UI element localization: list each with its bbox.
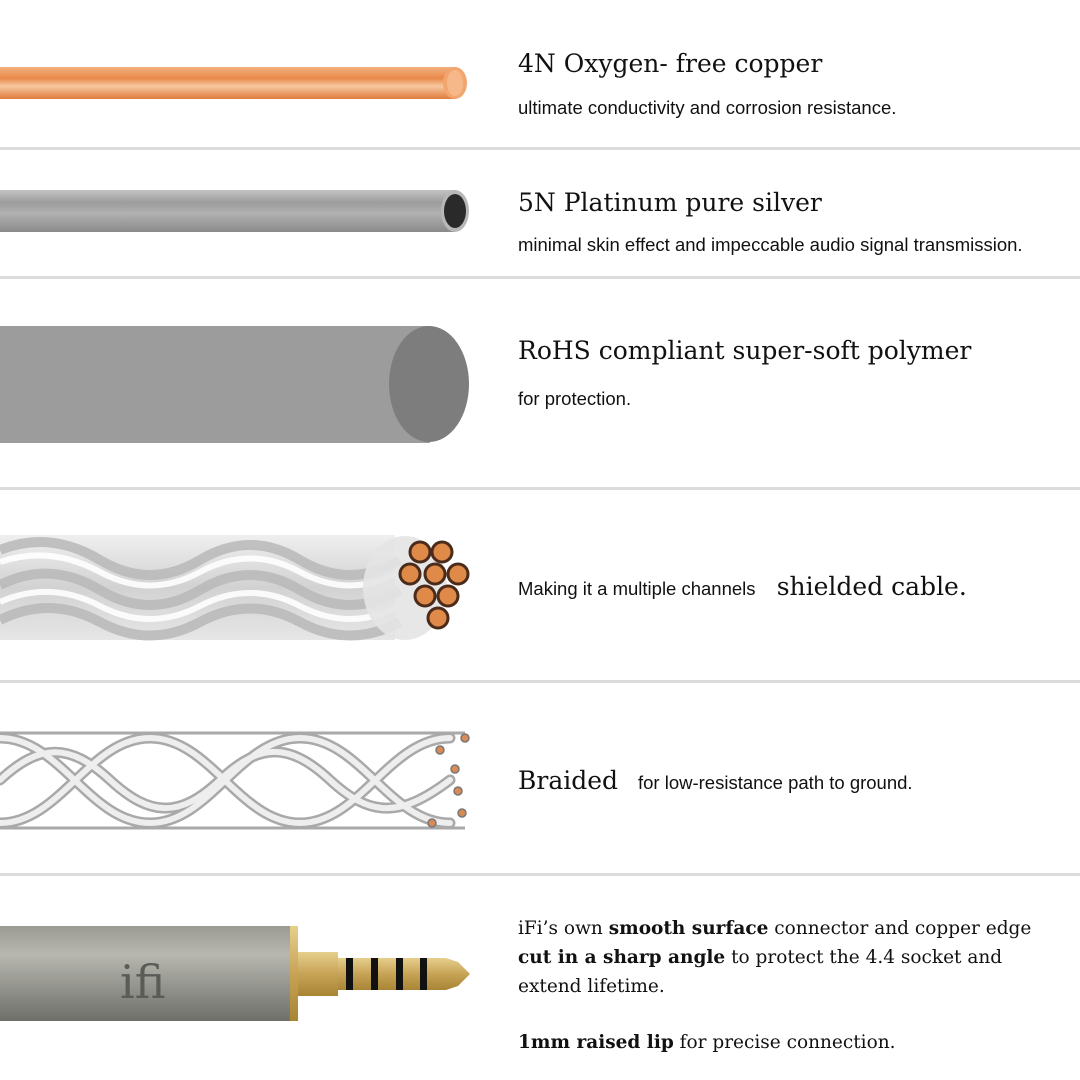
divider (0, 680, 1080, 683)
connector-lip-note: 1mm raised lip for precise connection. (518, 1032, 896, 1053)
feature-row-copper: 4N Oxygen- free copper ultimate conducti… (0, 0, 1080, 148)
emphasis: cut in a sharp angle (518, 947, 726, 968)
feature-title: RoHS compliant super-soft polymer (518, 336, 972, 365)
braided-shield-icon (0, 731, 470, 830)
divider (0, 147, 1080, 150)
feature-title: 5N Platinum pure silver (518, 188, 822, 217)
divider (0, 873, 1080, 876)
feature-title: Braided (518, 766, 619, 795)
emphasis: 1mm raised lip (518, 1032, 674, 1053)
divider (0, 276, 1080, 279)
feature-row-braided: Braided for low-resistance path to groun… (0, 683, 1080, 873)
feature-row-connector: ifi iFi’s own smooth surface connector a… (0, 876, 1080, 1080)
feature-row-shielded: Making it a multiple channels shielded c… (0, 490, 1080, 680)
feature-row-silver: 5N Platinum pure silver minimal skin eff… (0, 150, 1080, 277)
polymer-jacket-icon (0, 326, 469, 443)
feature-row-polymer: RoHS compliant super-soft polymer for pr… (0, 279, 1080, 487)
connector-description: iFi’s own smooth surface connector and c… (518, 918, 1032, 997)
feature-lead: Making it a multiple channels (518, 578, 756, 599)
feature-desc: minimal skin effect and impeccable audio… (518, 234, 1023, 255)
feature-desc: for low-resistance path to ground. (638, 772, 913, 793)
twisted-cable-icon (0, 535, 470, 641)
feature-desc: for protection. (518, 388, 632, 409)
connector-plug-icon: ifi (0, 926, 470, 1021)
feature-line: Making it a multiple channels shielded c… (518, 572, 967, 601)
emphasis: smooth surface (608, 918, 769, 939)
feature-title: shielded cable. (776, 572, 967, 601)
feature-title: 4N Oxygen- free copper (518, 49, 823, 78)
silver-tube-icon (0, 190, 469, 232)
feature-desc: ultimate conductivity and corrosion resi… (518, 97, 897, 118)
copper-wire-icon (0, 67, 467, 99)
divider (0, 487, 1080, 490)
ifi-logo: ifi (120, 955, 165, 1009)
